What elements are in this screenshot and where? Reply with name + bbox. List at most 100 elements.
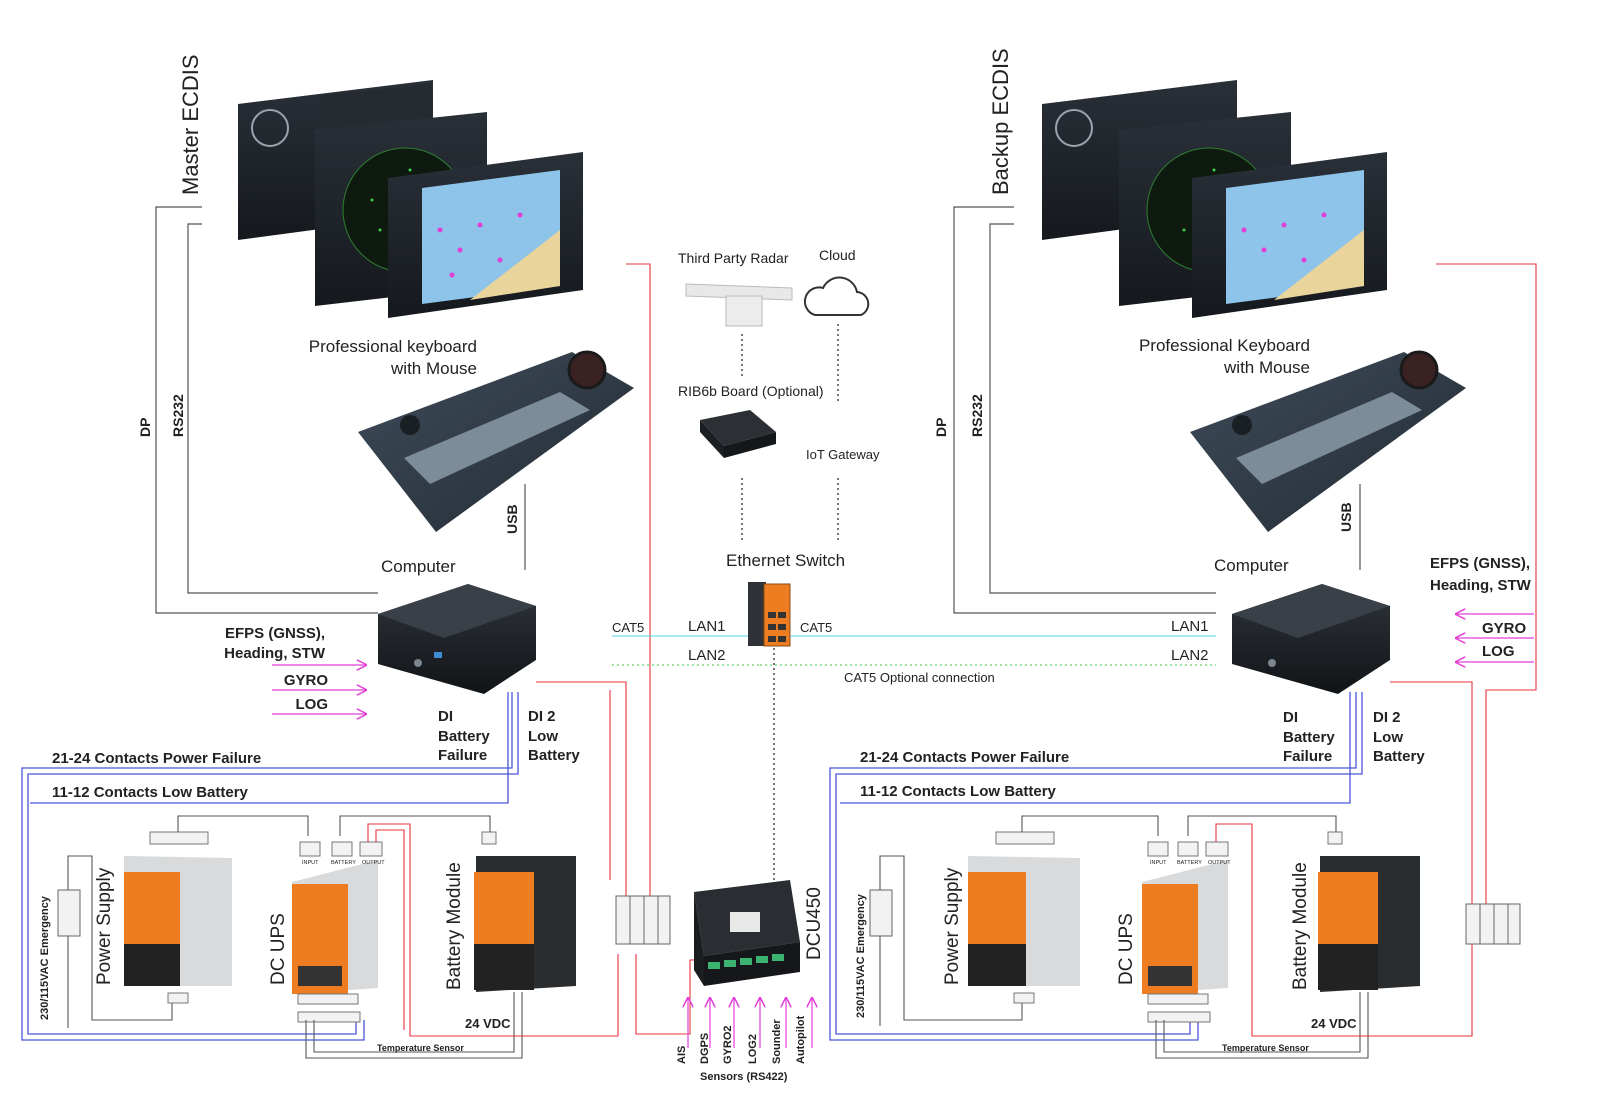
breaker-icon (57, 889, 81, 937)
switch-front (763, 583, 791, 647)
emergency-label: 230/115VAC Emergency (855, 893, 867, 1018)
ups-to-battery-line (1187, 815, 1337, 836)
trackball-icon (1399, 350, 1439, 390)
dcu450-unit (694, 880, 800, 986)
temp-sensor-line (305, 992, 523, 1059)
dp-line (155, 206, 378, 614)
center-cat5-label: CAT5 (800, 620, 832, 635)
battery-terminal (1327, 831, 1343, 845)
gauge-icon (1055, 109, 1093, 147)
chart-landmass (470, 230, 560, 300)
psu-terminal-bottom (1013, 992, 1035, 1004)
chart-markers (1241, 212, 1327, 263)
rs232-label: RS232 (170, 394, 186, 437)
dcu-connectors (708, 954, 784, 969)
trackball-icon (567, 350, 607, 390)
power-supply-label: Power Supply (942, 867, 963, 985)
sensor-sounder-label: Sounder (771, 1019, 783, 1064)
breaker-icon (869, 889, 893, 937)
sensor-ais-label: AIS (676, 1046, 688, 1064)
keyboard-keys (404, 392, 590, 484)
log-label: LOG (296, 696, 329, 713)
radar-array-icon (685, 283, 793, 301)
ups-input-label: INPUT (1150, 860, 1167, 866)
gyro-label: GYRO (1482, 620, 1527, 637)
dc-ups-label: DC UPS (1116, 913, 1137, 985)
sensor-dgps-label: DGPS (699, 1033, 711, 1064)
iot-label: IoT Gateway (806, 447, 880, 462)
di2-label-3: Battery (1373, 748, 1425, 765)
right-battery-module (1318, 831, 1420, 992)
radar-pedestal (725, 295, 763, 327)
ups-terminals (298, 966, 342, 986)
keyboard-keys (1236, 392, 1422, 484)
dcu-sensor-arrows (688, 998, 812, 1048)
di2-label: DI 2 (528, 708, 556, 725)
keyboard-label: Professional Keyboard (1139, 336, 1310, 355)
contacts-low-label: 11-12 Contacts Low Battery (52, 784, 249, 801)
di2-label-2: Low (1373, 729, 1403, 746)
efps-label-2: Heading, STW (224, 645, 326, 662)
terminal-to-dcu-line (635, 954, 700, 1035)
connector-icon (1268, 659, 1276, 667)
sensors-caption: Sensors (RS422) (700, 1071, 788, 1083)
vdc-label: 24 VDC (465, 1016, 511, 1031)
psu-label-panel (124, 944, 180, 986)
di1-label: DI (438, 708, 453, 725)
left-di-lines (21, 692, 519, 1041)
dp-line (953, 206, 1216, 614)
temp-sensor-line-2 (1163, 992, 1361, 1053)
terminal-block-icon (615, 895, 671, 945)
left-cat5-label: CAT5 (612, 620, 644, 635)
gauge-icon (251, 109, 289, 147)
di1-label-2: Battery (438, 728, 490, 745)
contacts-power-label: 21-24 Contacts Power Failure (52, 750, 261, 767)
efps-label: EFPS (GNSS), (1430, 555, 1530, 572)
ups-input-terminal (1147, 841, 1169, 857)
temp-sensor-line-2 (313, 992, 515, 1053)
dp-label: DP (933, 418, 949, 437)
log-label: LOG (1482, 643, 1515, 660)
ups-input-terminal (299, 841, 321, 857)
ups-battery-terminal (331, 841, 353, 857)
temp-sensor-label: Temperature Sensor (1222, 1043, 1309, 1053)
right-lan2-label: LAN2 (1171, 647, 1209, 664)
rs232-line (989, 223, 1216, 594)
right-emergency-breaker (869, 855, 1023, 1026)
left-terminal-block (615, 895, 671, 945)
chart-markers (437, 212, 523, 278)
temp-sensor-label: Temperature Sensor (377, 1043, 464, 1053)
rs232-label: RS232 (969, 394, 985, 437)
rs232-line (187, 223, 378, 594)
right-lan1-label: LAN1 (1171, 618, 1209, 635)
ups-to-battery-line (339, 815, 491, 836)
ups-battery-terminal (1177, 841, 1199, 857)
center-network: Third Party Radar Cloud RIB6b Board (Opt… (676, 247, 1216, 1083)
vdc-label: 24 VDC (1311, 1016, 1357, 1031)
right-power-supply (968, 831, 1080, 1004)
computer-label: Computer (381, 557, 456, 576)
chart-landmass (1274, 230, 1364, 300)
rib-board-top (700, 410, 776, 446)
cloud-icon (803, 276, 870, 316)
right-sensor-arrows (1456, 614, 1534, 662)
sensor-gyro2-label: GYRO2 (722, 1025, 734, 1064)
master-monitors (238, 80, 583, 318)
dcu-label: DCU450 (804, 887, 825, 960)
gyro-label: GYRO (284, 672, 329, 689)
usb-label: USB (1338, 502, 1354, 532)
right-power-lines (1215, 263, 1537, 1037)
backup-computer (1232, 584, 1390, 694)
radar-label: Third Party Radar (678, 250, 789, 266)
backup-ecdis-title: Backup ECDIS (988, 48, 1013, 195)
ups-output-terminal (359, 841, 383, 857)
master-computer (378, 584, 536, 694)
port-icon (434, 652, 442, 658)
di1-label-3: Failure (438, 747, 487, 764)
battery-module-label: Battery Module (1290, 862, 1311, 990)
ups-battery-label: BATTERY (1177, 860, 1202, 866)
psu-to-ups-line (1021, 815, 1159, 836)
contacts-low-label: 11-12 Contacts Low Battery (860, 783, 1057, 800)
power-supply-label: Power Supply (94, 867, 115, 985)
ups-terminal-bottom (1147, 993, 1209, 1005)
